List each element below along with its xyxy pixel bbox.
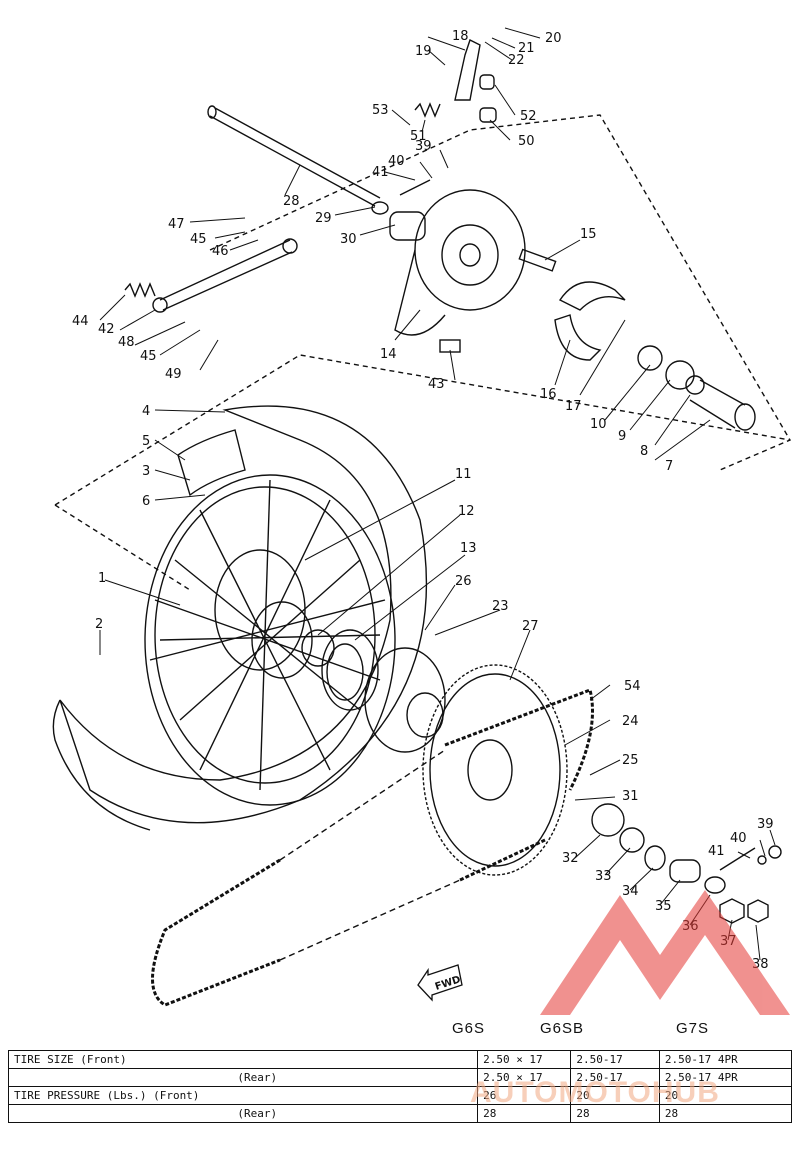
brake-group-outline: [209, 114, 792, 471]
rear-wheel-exploded-diagram: 1 2 3 4 5 6 7 8 9 10 11 12 13 14 15 16 1…: [52, 27, 792, 1015]
callout-25: 25: [622, 753, 639, 768]
callout-8: 8: [640, 444, 648, 459]
spring: [124, 282, 156, 298]
callout-32: 32: [562, 851, 579, 866]
cell-value: 28: [570, 1104, 660, 1123]
callout-14: 14: [380, 347, 397, 362]
model-g6s: G6S: [452, 1020, 486, 1037]
callout-45: 45: [190, 232, 207, 247]
brake-shoes: [554, 281, 626, 361]
callout-35: 35: [655, 899, 672, 914]
watermark-text: AUTOMOTOHUB: [470, 1076, 720, 1109]
callout-45-lower: 45: [140, 349, 157, 364]
callout-52: 52: [520, 109, 537, 124]
table-row: TIRE PRESSURE (Lbs.) (Front) 26 20 20: [7, 1086, 793, 1105]
cell-value: 20: [570, 1086, 660, 1105]
hub-damper: [321, 629, 379, 711]
callout-4: 4: [142, 404, 150, 419]
rear-tire: [52, 405, 428, 831]
rear-sprocket: [422, 664, 568, 876]
rear-axle: [207, 105, 381, 207]
callout-44: 44: [72, 314, 89, 329]
callout-10: 10: [590, 417, 607, 432]
cell-value: 2.50-17 4PR: [658, 1050, 793, 1069]
callout-15: 15: [580, 227, 597, 242]
callout-5: 5: [142, 434, 150, 449]
callout-16: 16: [540, 387, 557, 402]
torque-arm: [152, 238, 298, 313]
callout-3: 3: [142, 464, 150, 479]
callout-21: 21: [518, 41, 535, 56]
callout-53: 53: [372, 103, 389, 118]
cell-value: 28: [477, 1104, 572, 1123]
oil-seal: [637, 345, 663, 371]
tire-spec-table: TIRE SIZE (Front) 2.50 × 17 2.50-17 2.50…: [7, 1050, 793, 1123]
callout-47: 47: [168, 217, 185, 232]
row-label: (Rear): [7, 1104, 479, 1123]
callout-41: 41: [372, 165, 389, 180]
model-g6sb: G6SB: [540, 1020, 585, 1037]
cell-value: 2.50 × 17: [477, 1050, 572, 1069]
watermark-text-layer: AUTOMOTOHUB: [470, 1076, 720, 1109]
callout-40: 40: [388, 154, 405, 169]
bearing: [665, 360, 695, 390]
callout-51: 51: [410, 129, 427, 144]
row-label: TIRE SIZE (Front): [7, 1050, 479, 1069]
callout-2: 2: [95, 617, 103, 632]
callout-9: 9: [618, 429, 626, 444]
callout-27: 27: [522, 619, 539, 634]
rear-wheel-rim: [144, 474, 396, 806]
callout-7: 7: [665, 459, 673, 474]
table-row: TIRE SIZE (Front) 2.50 × 17 2.50-17 2.50…: [7, 1050, 793, 1069]
sprocket-hub: [364, 647, 446, 753]
automotohub-watermark-logo: [540, 890, 790, 1015]
callout-46: 46: [212, 244, 229, 259]
model-g7s: G7S: [676, 1020, 710, 1037]
callout-39: 39: [415, 139, 432, 154]
callout-34: 34: [622, 884, 639, 899]
callout-31: 31: [622, 789, 639, 804]
table-row: (Rear) 28 28 28: [7, 1104, 793, 1123]
callout-20: 20: [545, 31, 562, 46]
callout-17: 17: [565, 399, 582, 414]
callout-28: 28: [283, 194, 300, 209]
callout-19: 19: [415, 44, 432, 59]
callout-54: 54: [624, 679, 641, 694]
callout-48: 48: [118, 335, 135, 350]
callout-24: 24: [622, 714, 639, 729]
model-header: G6S G6SB G7S: [0, 1020, 800, 1046]
brake-camshaft: [518, 248, 557, 272]
callout-30: 30: [340, 232, 357, 247]
callout-23: 23: [492, 599, 509, 614]
callout-42: 42: [98, 322, 115, 337]
callout-22: 22: [508, 53, 525, 68]
callout-29: 29: [315, 211, 332, 226]
callout-6: 6: [142, 494, 150, 509]
cell-value: 28: [658, 1104, 793, 1123]
callout-12: 12: [458, 504, 475, 519]
callout-40-lower: 40: [730, 831, 747, 846]
rear-hub: [214, 549, 335, 679]
cell-value: 2.50-17: [570, 1050, 660, 1069]
fwd-arrow: FWD: [417, 964, 463, 1002]
callout-13: 13: [460, 541, 477, 556]
callout-43: 43: [428, 377, 445, 392]
callout-41-lower: 41: [708, 844, 725, 859]
callout-49: 49: [165, 367, 182, 382]
callout-26: 26: [455, 574, 472, 589]
callout-18: 18: [452, 29, 469, 44]
callout-39-lower: 39: [757, 817, 774, 832]
axle-spacer: [689, 379, 756, 431]
callout-1: 1: [98, 571, 106, 586]
callout-33: 33: [595, 869, 612, 884]
callout-50: 50: [518, 134, 535, 149]
callout-11: 11: [455, 467, 472, 482]
